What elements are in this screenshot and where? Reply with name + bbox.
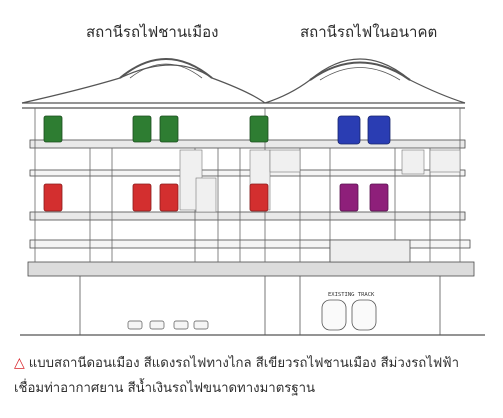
existing-track-label: EXISTING TRACK	[328, 292, 375, 298]
purple-airport-link-train	[339, 183, 389, 212]
green-commuter-train	[43, 115, 269, 143]
left-station-roof	[21, 58, 266, 109]
right-station-title: สถานีรถไฟในอนาคต	[300, 23, 438, 41]
structure-columns	[34, 108, 461, 262]
triangle-icon: △	[14, 355, 25, 371]
caption-line-1: △แบบสถานีดอนเมือง สีแดงรถไฟทางไกล สีเขีย…	[14, 352, 459, 373]
ground-level	[20, 239, 485, 336]
red-long-distance-train	[43, 183, 269, 212]
parked-cars	[127, 320, 209, 330]
right-station-roof	[264, 58, 466, 109]
blue-standard-gauge-train	[337, 115, 391, 145]
floor-slabs	[27, 139, 475, 277]
existing-track-trains	[321, 299, 377, 331]
left-station-title: สถานีรถไฟชานเมือง	[86, 23, 219, 41]
caption-text-1: แบบสถานีดอนเมือง สีแดงรถไฟทางไกล สีเขียว…	[28, 356, 459, 371]
stair-blocks	[179, 149, 461, 213]
station-cross-section-diagram: EXISTING TRACK	[20, 58, 485, 336]
caption-line-2: เชื่อมท่าอากาศยาน สีน้ำเงินรถไฟขนาดทางมา…	[14, 381, 316, 396]
